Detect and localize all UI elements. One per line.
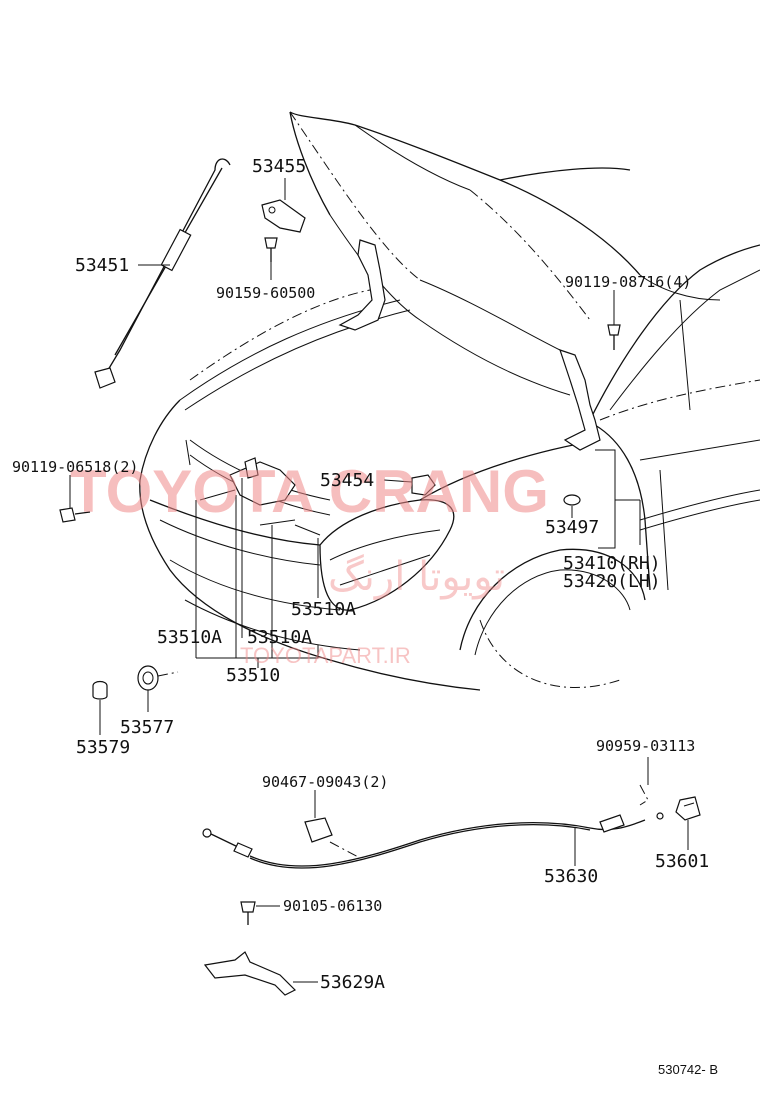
label-90467-09043: 90467-09043(2) <box>262 773 388 791</box>
label-53579: 53579 <box>76 737 130 758</box>
release-cable-53630 <box>202 812 664 869</box>
watermark-site: TOYOTAPART.IR <box>240 643 411 668</box>
clip-90467 <box>304 817 333 843</box>
grommet-53497 <box>563 494 581 506</box>
label-53577: 53577 <box>120 717 174 738</box>
release-lever-53601 <box>675 796 701 821</box>
figure-reference: 530742- B <box>658 1062 718 1077</box>
label-90159-60500: 90159-60500 <box>216 284 315 302</box>
bumper-53577 <box>137 665 179 691</box>
label-53510a-3: 53510A <box>247 627 312 648</box>
cushion-53454 <box>411 474 436 496</box>
hood-support-rod-53451 <box>94 158 231 389</box>
label-90119-06518: 90119-06518(2) <box>12 458 138 476</box>
watermark-persian: تویوتا ارنگ <box>328 554 505 600</box>
label-53454: 53454 <box>320 470 374 491</box>
label-53497: 53497 <box>545 517 599 538</box>
hood-hinge-left <box>338 239 386 331</box>
label-90105-06130: 90105-06130 <box>283 897 382 915</box>
car-body-right <box>589 244 760 591</box>
screw-90159 <box>264 237 278 262</box>
label-53420-lh: 53420(LH) <box>563 571 661 592</box>
label-53455: 53455 <box>252 156 306 177</box>
label-53510a-1: 53510A <box>291 599 356 620</box>
hood-lock-53510 <box>185 439 321 536</box>
hood-hinge-right <box>559 349 601 451</box>
hood-outline <box>289 111 721 396</box>
label-90119-08716: 90119-08716(4) <box>565 273 691 291</box>
label-53630: 53630 <box>544 866 598 887</box>
label-90959-03113: 90959-03113 <box>596 737 695 755</box>
label-53601: 53601 <box>655 851 709 872</box>
watermark-main: TOYOTA CRANG <box>70 458 549 525</box>
rod-clamp-53455 <box>261 199 306 233</box>
clip-90959 <box>639 784 649 806</box>
cushion-53579 <box>92 680 108 700</box>
bolt-90119-06518 <box>59 507 91 523</box>
label-53451: 53451 <box>75 255 129 276</box>
bolt-90105 <box>240 901 256 925</box>
bolt-90119-08716 <box>607 324 621 350</box>
bracket-53629A <box>203 951 297 996</box>
label-53510a-2: 53510A <box>157 627 222 648</box>
label-53629a: 53629A <box>320 972 385 993</box>
label-53510: 53510 <box>226 665 280 686</box>
label-53410-rh: 53410(RH) <box>563 553 661 574</box>
leader-lines <box>69 178 689 983</box>
